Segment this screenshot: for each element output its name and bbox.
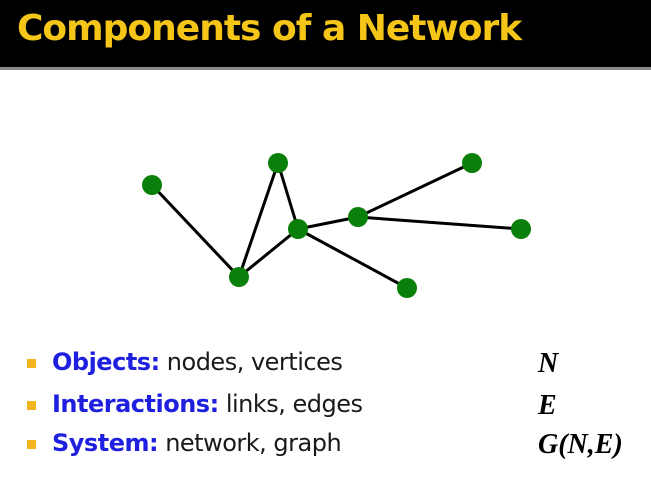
title-bar: Components of a Network — [0, 0, 651, 67]
title-divider — [0, 67, 651, 70]
bullet-description: nodes, vertices — [159, 348, 343, 376]
graph-node — [229, 267, 249, 287]
bullet-item-system: System: network, graph G(N,E) — [0, 429, 651, 463]
graph-node — [142, 175, 162, 195]
graph-edge — [237, 162, 280, 278]
bullet-symbol: G(N,E) — [538, 429, 623, 460]
bullet-marker — [27, 401, 36, 410]
bullet-symbol: E — [538, 390, 557, 421]
graph-edge — [357, 161, 473, 219]
graph-node — [288, 219, 308, 239]
bullet-text: System: network, graph — [52, 429, 342, 457]
graph-edge — [238, 227, 299, 279]
bullet-item-objects: Objects: nodes, vertices N — [0, 348, 651, 382]
graph-node — [397, 278, 417, 298]
graph-node — [511, 219, 531, 239]
bullet-term: System: — [52, 429, 159, 457]
graph-node — [268, 153, 288, 173]
bullet-term: Interactions: — [52, 390, 219, 418]
bullet-marker — [27, 440, 36, 449]
bullet-term: Objects: — [52, 348, 160, 376]
graph-node — [462, 153, 482, 173]
bullet-text: Interactions: links, edges — [52, 390, 363, 418]
bullet-marker — [27, 359, 36, 368]
bullet-description: network, graph — [158, 429, 342, 457]
bullet-symbol: N — [538, 348, 559, 379]
graph-edge — [150, 183, 241, 279]
graph-edge — [297, 227, 408, 290]
graph-edge — [297, 215, 359, 231]
graph-node — [348, 207, 368, 227]
slide-title: Components of a Network — [17, 8, 522, 49]
graph-edge — [357, 215, 522, 231]
bullet-description: links, edges — [218, 390, 363, 418]
graph-edge — [276, 162, 300, 230]
bullet-item-interactions: Interactions: links, edges E — [0, 390, 651, 424]
bullet-text: Objects: nodes, vertices — [52, 348, 343, 376]
